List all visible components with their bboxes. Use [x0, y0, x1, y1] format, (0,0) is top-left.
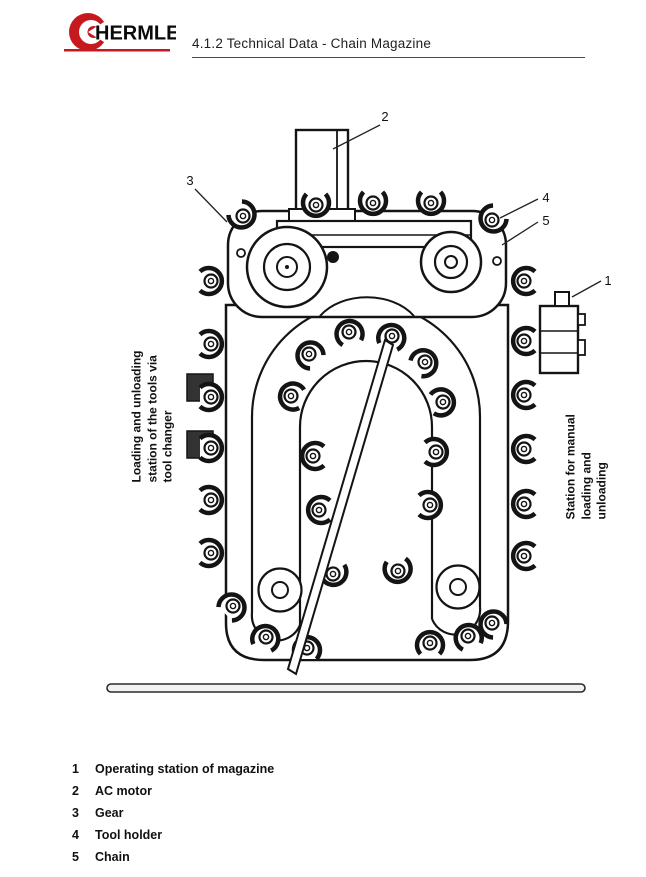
leader-1: [571, 280, 602, 298]
callout-leaders: [194, 124, 602, 298]
legend-item-label: Chain: [95, 850, 130, 864]
legend-item-number: 4: [72, 828, 79, 842]
callout-5: 5: [542, 213, 549, 228]
pivot-dot: [327, 251, 339, 263]
tool-holder: [200, 331, 222, 357]
page-title: 4.1.2 Technical Data - Chain Magazine: [192, 36, 432, 51]
right-station-label: Station for manual loading and unloading: [563, 414, 609, 520]
tool-holder: [200, 268, 222, 294]
legend-item-label: Gear: [95, 806, 124, 820]
tool-holder: [419, 492, 441, 518]
legend-item-label: AC motor: [95, 784, 152, 798]
legend: 1 Operating station of magazine 2 AC mot…: [72, 763, 274, 873]
tool-holder: [200, 540, 222, 566]
tool-holder: [513, 543, 535, 569]
legend-item: 5 Chain: [72, 851, 274, 864]
tool-holder: [200, 384, 222, 410]
callout-3: 3: [186, 173, 193, 188]
leader-4: [499, 198, 539, 219]
legend-item-number: 3: [72, 806, 79, 820]
tool-holder: [200, 487, 222, 513]
tool-holder: [303, 194, 329, 216]
tool-holder: [513, 268, 535, 294]
left-station-label: Loading and unloading station of the too…: [129, 350, 175, 483]
callout-1: 1: [604, 273, 611, 288]
tool-holder: [425, 439, 447, 465]
title-rule: [192, 57, 585, 58]
operating-station: [538, 291, 586, 375]
logo-underline: [64, 49, 170, 52]
tool-holder: [513, 382, 535, 408]
tool-holder: [418, 192, 444, 214]
hermle-logo: HERMLE: [64, 13, 176, 52]
base-line: [106, 683, 586, 693]
callout-4: 4: [542, 190, 549, 205]
tool-holder: [513, 491, 535, 517]
legend-item-label: Tool holder: [95, 828, 163, 842]
hermle-logo-text: HERMLE: [95, 23, 176, 45]
bottom-guide-wheel-right: [435, 564, 481, 610]
tool-holder: [308, 497, 330, 523]
tool-holder: [200, 435, 222, 461]
legend-item-number: 5: [72, 850, 79, 864]
legend-item: 4 Tool holder: [72, 829, 274, 842]
leader-2: [332, 124, 381, 150]
gear-left-sprocket: [245, 225, 329, 309]
bolt-left: [236, 248, 246, 258]
callout-2: 2: [381, 109, 388, 124]
tool-holder: [302, 443, 324, 469]
tool-holder: [417, 632, 443, 654]
leader-3: [194, 188, 228, 223]
legend-item-number: 1: [72, 762, 79, 776]
chain-magazine-diagram: 2 3 4 5 1 Loading and unloading station …: [0, 85, 646, 735]
chain-magazine-drawing: 2 3 4 5 1: [106, 109, 612, 693]
leader-5: [501, 221, 539, 246]
legend-item: 1 Operating station of magazine: [72, 763, 274, 776]
tool-holder: [513, 328, 535, 354]
bolt-right: [492, 256, 502, 266]
gear-right-sprocket: [419, 230, 483, 294]
tool-holder: [513, 436, 535, 462]
legend-item: 2 AC motor: [72, 785, 274, 798]
legend-item-label: Operating station of magazine: [95, 762, 275, 776]
bottom-guide-wheel-left: [257, 567, 303, 613]
tool-holder: [360, 192, 386, 214]
legend-item: 3 Gear: [72, 807, 274, 820]
legend-item-number: 2: [72, 784, 79, 798]
hermle-logo-mark: [69, 13, 112, 51]
support-arm: [286, 338, 395, 676]
